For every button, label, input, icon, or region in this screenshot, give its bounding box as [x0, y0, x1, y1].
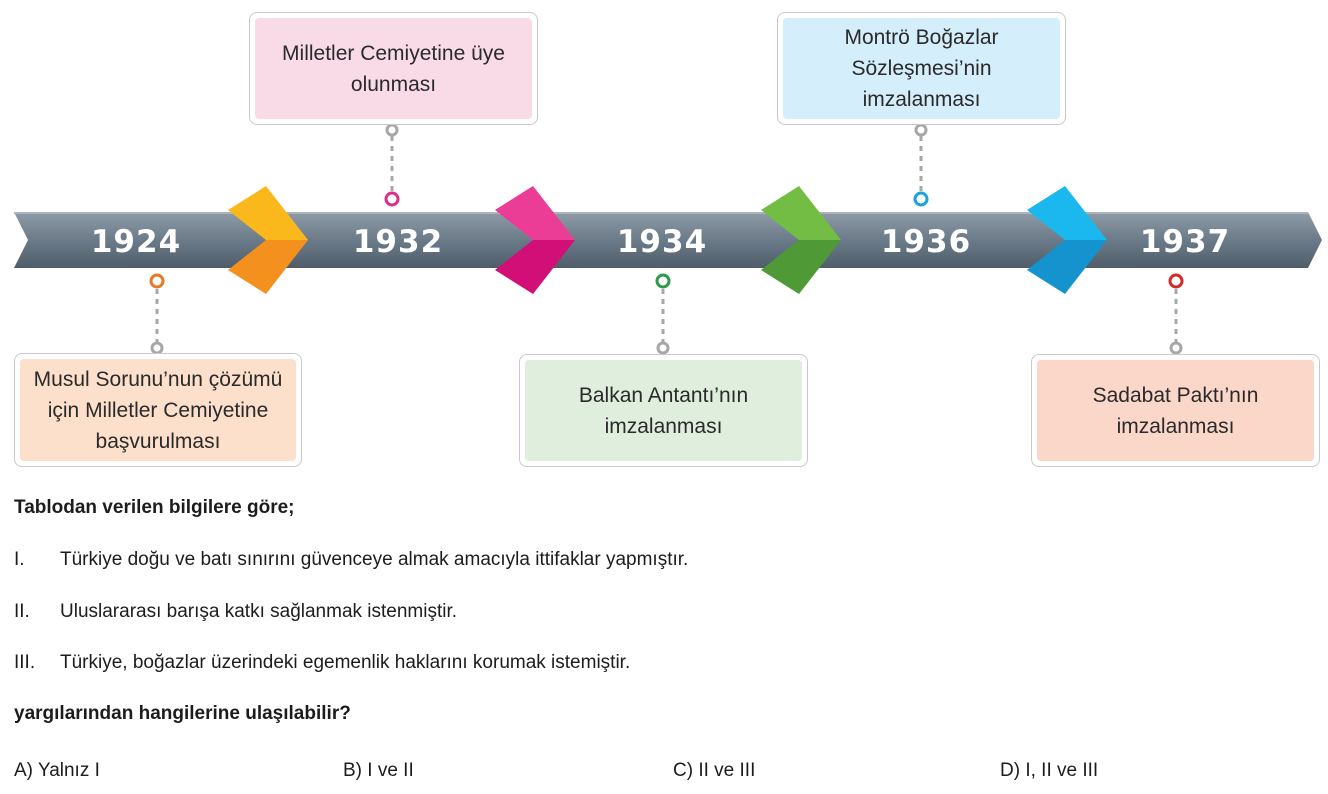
- option-b[interactable]: B) I ve II: [343, 760, 414, 781]
- event-box-1936: Montrö Boğazlar Sözleşmesi’nin imzalanma…: [777, 12, 1066, 125]
- timeline-band: [14, 212, 1322, 268]
- year-label-1924: 1924: [90, 224, 182, 260]
- year-label-1936: 1936: [880, 224, 972, 260]
- statement-text: Uluslararası barışa katkı sağlanmak iste…: [60, 601, 458, 622]
- chevron-1932-1934: [495, 186, 575, 294]
- connector-1924: [149, 273, 165, 355]
- statement-1: I. Türkiye doğu ve batı sınırını güvencey…: [14, 549, 688, 571]
- event-box-1932: Milletler Cemiyetine üye olunması: [249, 12, 538, 125]
- chevron-1934-1936: [761, 186, 841, 294]
- year-label-1937: 1937: [1139, 224, 1231, 260]
- year-label-1934: 1934: [616, 224, 708, 260]
- event-text-1937: Sadabat Paktı’nın imzalanması: [1037, 360, 1314, 461]
- event-box-1934: Balkan Antantı’nın imzalanması: [519, 354, 808, 467]
- option-c[interactable]: C) II ve III: [673, 760, 756, 781]
- event-box-1924: Musul Sorunu’nun çözümü için Milletler C…: [14, 353, 302, 467]
- statement-number: II.: [14, 601, 30, 622]
- event-text-1924: Musul Sorunu’nun çözümü için Milletler C…: [20, 359, 296, 461]
- option-a[interactable]: A) Yalnız I: [14, 760, 100, 781]
- event-text-1936: Montrö Boğazlar Sözleşmesi’nin imzalanma…: [783, 18, 1060, 119]
- connector-1932: [384, 123, 400, 207]
- question-intro: Tablodan verilen bilgilere göre;: [14, 497, 295, 518]
- year-label-1932: 1932: [352, 224, 444, 260]
- statement-2: II. Uluslararası barışa katkı sağlanmak i…: [14, 601, 457, 623]
- question-ask: yargılarından hangilerine ulaşılabilir?: [14, 703, 351, 724]
- connector-1936: [913, 123, 929, 207]
- statement-number: I.: [14, 549, 25, 570]
- event-box-1937: Sadabat Paktı’nın imzalanması: [1031, 354, 1320, 467]
- statement-number: III.: [14, 652, 36, 673]
- option-d[interactable]: D) I, II ve III: [1000, 760, 1099, 781]
- connector-1937: [1168, 273, 1184, 355]
- chevron-1924-1932: [228, 186, 308, 294]
- statement-3: III. Türkiye, boğazlar üzerindeki egemenl…: [14, 652, 630, 674]
- statement-text: Türkiye doğu ve batı sınırını güvenceye …: [60, 549, 689, 570]
- connector-1934: [655, 273, 671, 355]
- statement-text: Türkiye, boğazlar üzerindeki egemenlik h…: [60, 652, 631, 673]
- chevron-1936-1937: [1027, 186, 1107, 294]
- timeline-graphic: [14, 123, 1322, 355]
- event-text-1932: Milletler Cemiyetine üye olunması: [255, 18, 532, 119]
- event-text-1934: Balkan Antantı’nın imzalanması: [525, 360, 802, 461]
